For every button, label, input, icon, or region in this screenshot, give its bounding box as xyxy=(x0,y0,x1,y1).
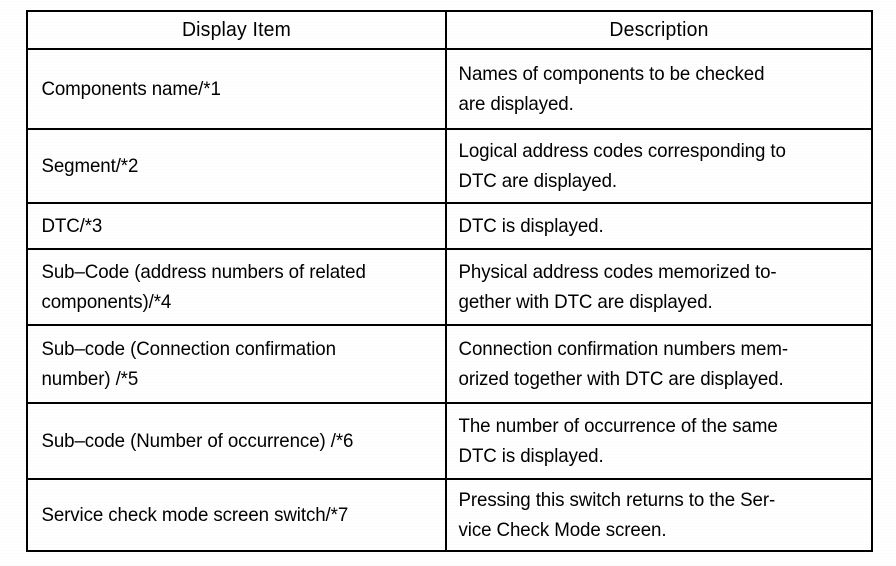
table-header-row: Display Item Description xyxy=(26,10,873,50)
text-line: Sub–code (Connection confirmation xyxy=(41,338,336,360)
table-row: Sub–code (Connection confirmation number… xyxy=(26,324,873,404)
table-row: Segment/*2 Logical address codes corresp… xyxy=(26,128,873,204)
text-line: number) /*5 xyxy=(41,368,139,390)
cell-description-text: Connection confirmation numbers mem- ori… xyxy=(447,334,854,394)
table-row: DTC/*3 DTC is displayed. xyxy=(26,202,873,250)
cell-description-text: DTC is displayed. xyxy=(447,211,854,241)
text-line: gether with DTC are displayed. xyxy=(458,291,713,313)
cell-display-item-text: Sub–Code (address numbers of related com… xyxy=(28,257,428,317)
cell-display-item-text: Sub–code (Number of occurrence) /*6 xyxy=(28,426,428,456)
cell-description: The number of occurrence of the same DTC… xyxy=(445,402,873,480)
cell-description-text: Physical address codes memorized to- get… xyxy=(447,257,854,317)
column-header-display-item: Display Item xyxy=(26,10,447,50)
text-line: components)/*4 xyxy=(41,291,172,313)
text-line: The number of occurrence of the same xyxy=(458,415,778,437)
cell-description: Connection confirmation numbers mem- ori… xyxy=(445,324,873,404)
table-row: Sub–Code (address numbers of related com… xyxy=(26,248,873,326)
text-line: DTC is displayed. xyxy=(458,445,604,467)
text-line: are displayed. xyxy=(458,93,574,115)
text-line: Sub–Code (address numbers of related xyxy=(41,261,366,283)
cell-description: Pressing this switch returns to the Ser-… xyxy=(445,478,873,552)
text-line: Physical address codes memorized to- xyxy=(458,261,777,283)
cell-display-item: Segment/*2 xyxy=(26,128,447,204)
table-row: Service check mode screen switch/*7 Pres… xyxy=(26,478,873,552)
column-header-description-label: Description xyxy=(609,19,709,41)
cell-description-text: Pressing this switch returns to the Ser-… xyxy=(447,485,854,545)
cell-display-item: Service check mode screen switch/*7 xyxy=(26,478,447,552)
cell-display-item-text: Components name/*1 xyxy=(28,74,428,104)
cell-display-item-text: Sub–code (Connection confirmation number… xyxy=(28,334,428,394)
text-line: orized together with DTC are displayed. xyxy=(458,368,784,390)
text-line: DTC is displayed. xyxy=(458,215,604,237)
cell-description-text: Names of components to be checked are di… xyxy=(447,59,854,119)
text-line: Segment/*2 xyxy=(41,155,139,177)
cell-display-item: Sub–code (Connection confirmation number… xyxy=(26,324,447,404)
text-line: Pressing this switch returns to the Ser- xyxy=(458,489,776,511)
text-line: DTC/*3 xyxy=(41,215,103,237)
cell-description-text: Logical address codes corresponding to D… xyxy=(447,136,854,196)
cell-description: Names of components to be checked are di… xyxy=(445,48,873,130)
cell-display-item: Sub–Code (address numbers of related com… xyxy=(26,248,447,326)
column-header-description: Description xyxy=(445,10,873,50)
cell-display-item-text: Service check mode screen switch/*7 xyxy=(28,500,428,530)
cell-description: Logical address codes corresponding to D… xyxy=(445,128,873,204)
text-line: Connection confirmation numbers mem- xyxy=(458,338,789,360)
cell-display-item: Components name/*1 xyxy=(26,48,447,130)
cell-description: DTC is displayed. xyxy=(445,202,873,250)
cell-description-text: The number of occurrence of the same DTC… xyxy=(447,411,854,471)
text-line: Names of components to be checked xyxy=(458,63,765,85)
column-header-display-item-label: Display Item xyxy=(181,19,292,41)
text-line: vice Check Mode screen. xyxy=(458,519,667,541)
text-line: Service check mode screen switch/*7 xyxy=(41,504,349,526)
cell-display-item-text: DTC/*3 xyxy=(28,211,428,241)
text-line: DTC are displayed. xyxy=(458,170,618,192)
text-line: Sub–code (Number of occurrence) /*6 xyxy=(41,430,354,452)
cell-display-item: Sub–code (Number of occurrence) /*6 xyxy=(26,402,447,480)
table-body: Components name/*1 Names of components t… xyxy=(26,48,873,552)
display-item-description-table: Display Item Description Components name… xyxy=(26,10,873,552)
table-row: Sub–code (Number of occurrence) /*6 The … xyxy=(26,402,873,480)
text-line: Logical address codes corresponding to xyxy=(458,140,786,162)
table-header: Display Item Description xyxy=(26,10,873,50)
cell-description: Physical address codes memorized to- get… xyxy=(445,248,873,326)
cell-display-item-text: Segment/*2 xyxy=(28,151,428,181)
cell-display-item: DTC/*3 xyxy=(26,202,447,250)
table-row: Components name/*1 Names of components t… xyxy=(26,48,873,130)
text-line: Components name/*1 xyxy=(41,78,221,100)
